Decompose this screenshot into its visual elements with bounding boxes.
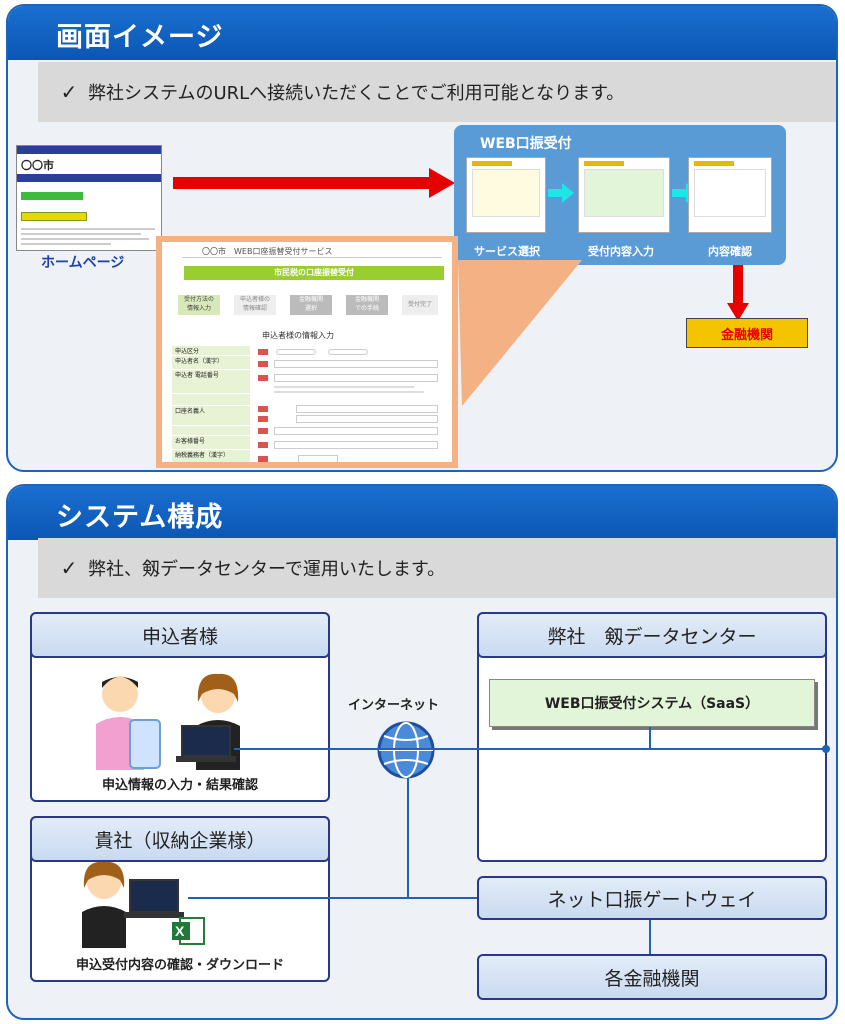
bullet-bar: ✓ 弊社システムのURLへ接続いただくことでご利用可能となります。 bbox=[38, 62, 836, 122]
network-line-main bbox=[234, 748, 826, 750]
section-title: システム構成 bbox=[56, 502, 224, 533]
company-person-illustration bbox=[82, 861, 184, 948]
screen-thumb-input bbox=[578, 157, 670, 233]
form-screenshot: 〇〇市 WEB口座振替受付サービス 市民税の口座振替受付 受付方法の 情報入力 … bbox=[156, 236, 458, 468]
form-step: 受付方法の 情報入力 bbox=[178, 295, 220, 315]
internet-label: インターネット bbox=[348, 698, 440, 713]
web-panel-title: WEB口振受付 bbox=[480, 136, 572, 152]
step-label-service: サービス選択 bbox=[474, 245, 540, 258]
homepage-thumbnail: 〇〇市 bbox=[16, 145, 162, 251]
web-furikae-panel: WEB口振受付 サービス選択 受付内容入力 内容確認 bbox=[454, 125, 786, 265]
form-step: 金融機関 選択 bbox=[290, 295, 332, 315]
section-title: 画面イメージ bbox=[56, 22, 224, 53]
network-line-saas bbox=[649, 727, 651, 748]
system-config-panel: システム構成 ✓ 弊社、剱データセンターで運用いたします。 申込者様 申込情報の… bbox=[6, 484, 838, 1020]
panel-header: 画面イメージ bbox=[8, 6, 836, 60]
red-arrow-right bbox=[173, 168, 455, 198]
form-row-label: 申込者 電話番号 bbox=[172, 370, 250, 394]
excel-icon: X bbox=[172, 917, 205, 945]
form-heading: 申込者様の情報入力 bbox=[262, 331, 334, 340]
gateway-box: ネット口振ゲートウェイ bbox=[477, 876, 827, 920]
svg-text:X: X bbox=[175, 923, 185, 939]
form-step: 申込者様の 情報確認 bbox=[234, 295, 276, 315]
saas-system-box: WEB口振受付システム（SaaS） bbox=[489, 679, 815, 727]
globe-icon bbox=[377, 721, 435, 779]
applicant-caption: 申込情報の入力・結果確認 bbox=[101, 778, 258, 793]
callout-wedge bbox=[458, 260, 582, 406]
form-row-label bbox=[172, 394, 250, 406]
check-icon: ✓ bbox=[60, 80, 78, 104]
red-arrow-down bbox=[727, 265, 749, 321]
form-row-label: 申込区分 bbox=[172, 346, 250, 356]
form-row-label: 口座名義人 bbox=[172, 406, 250, 426]
form-banner: 市民税の口座振替受付 bbox=[184, 266, 444, 280]
form-rows: 申込区分 申込者名（漢字） 申込者 電話番号 口座名義人 お客様番号 納税義務者… bbox=[172, 346, 450, 462]
homepage-logo: 〇〇市 bbox=[21, 159, 54, 172]
form-input-column bbox=[258, 348, 444, 462]
form-steps: 受付方法の 情報入力 申込者様の 情報確認 金融機関 選択 金融機関 での手続 … bbox=[178, 295, 448, 315]
panel-header: システム構成 bbox=[8, 486, 836, 540]
form-step: 金融機関 での手続 bbox=[346, 295, 388, 315]
network-endpoint-dot bbox=[822, 745, 830, 753]
cyan-arrow bbox=[548, 183, 574, 203]
banks-box: 各金融機関 bbox=[477, 954, 827, 1000]
form-row-label: 申込者名（漢字） bbox=[172, 356, 250, 370]
form-row-label: 納税義務者（漢字） bbox=[172, 450, 250, 462]
company-title: 貴社（収納企業様） bbox=[30, 816, 330, 862]
applicant-title: 申込者様 bbox=[30, 612, 330, 658]
bullet-bar: ✓ 弊社、剱データセンターで運用いたします。 bbox=[38, 538, 836, 598]
bullet-text: 弊社システムのURLへ接続いただくことでご利用可能となります。 bbox=[88, 83, 625, 104]
step-label-input: 受付内容入力 bbox=[588, 245, 654, 258]
network-line-company bbox=[188, 897, 478, 899]
form-row-label: お客様番号 bbox=[172, 436, 250, 450]
check-icon: ✓ bbox=[60, 556, 78, 580]
datacenter-title: 弊社 剱データセンター bbox=[477, 612, 827, 658]
network-line-internet-down bbox=[407, 778, 409, 898]
applicant-people-illustration bbox=[96, 673, 240, 770]
screen-thumb-confirm bbox=[688, 157, 772, 233]
step-label-confirm: 内容確認 bbox=[708, 245, 752, 258]
bank-box: 金融機関 bbox=[686, 318, 808, 348]
screen-image-panel: 画面イメージ ✓ 弊社システムのURLへ接続いただくことでご利用可能となります。… bbox=[6, 4, 838, 472]
screen-thumb-service bbox=[466, 157, 546, 233]
form-step: 受付完了 bbox=[402, 295, 438, 315]
bullet-text: 弊社、剱データセンターで運用いたします。 bbox=[88, 559, 446, 580]
form-header: 〇〇市 WEB口座振替受付サービス bbox=[202, 247, 333, 256]
form-row-label bbox=[172, 426, 250, 436]
company-caption: 申込受付内容の確認・ダウンロード bbox=[75, 958, 284, 973]
homepage-caption: ホームページ bbox=[41, 255, 125, 271]
network-line-gateway-banks bbox=[649, 920, 651, 954]
